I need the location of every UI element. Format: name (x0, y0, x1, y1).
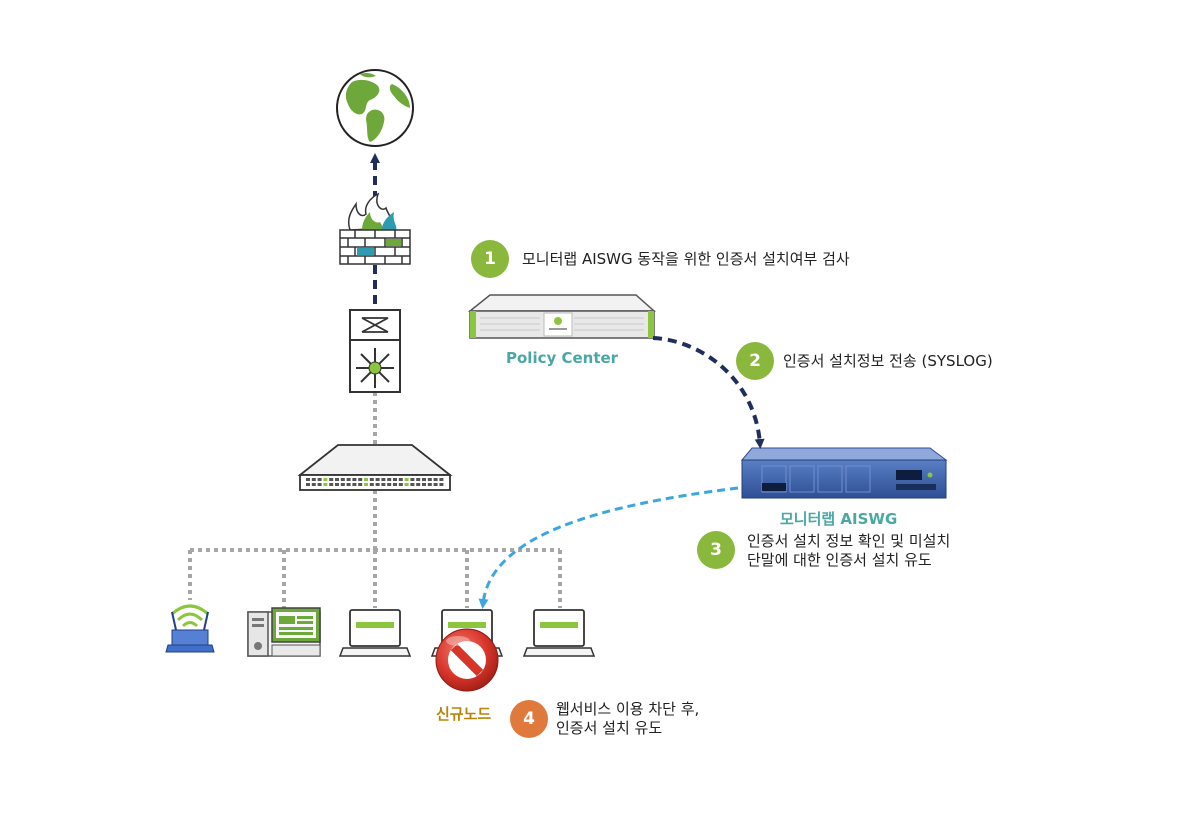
blocked-icon (435, 628, 499, 692)
step-4-badge: 4 (510, 700, 548, 738)
wifi-router-icon (165, 604, 215, 653)
desktop-pc-icon (247, 607, 321, 657)
step-3-badge: 3 (697, 531, 735, 569)
policy-center-label: Policy Center (506, 349, 619, 367)
step-3-text-line2: 단말에 대한 인증서 설치 유도 (747, 551, 932, 569)
laptop-icon (338, 609, 412, 657)
rack-appliance-icon (740, 447, 948, 499)
redirect-arrow (478, 486, 739, 609)
lan-links (188, 392, 562, 608)
step-4-text-line1: 웹서비스 이용 차단 후, (556, 700, 700, 718)
step-4-text-line2: 인증서 설치 유도 (556, 719, 663, 737)
globe-icon (336, 69, 414, 147)
syslog-arrow (652, 336, 765, 449)
aiswg-label: 모니터랩 AISWG (780, 510, 898, 528)
step-2-text: 인증서 설치정보 전송 (SYSLOG) (783, 352, 993, 370)
step-3-text-line1: 인증서 설치 정보 확인 및 미설치 (747, 532, 951, 550)
new-node-label: 신규노드 (436, 705, 492, 723)
network-switch-icon (297, 444, 453, 491)
server-icon (467, 294, 656, 339)
laptop-icon (522, 609, 596, 657)
step-1-badge: 1 (471, 240, 509, 278)
firewall-icon (339, 192, 411, 265)
step-2-badge: 2 (736, 342, 774, 380)
core-switch-icon (349, 309, 401, 393)
step-1-text: 모니터랩 AISWG 동작을 위한 인증서 설치여부 검사 (522, 250, 850, 268)
